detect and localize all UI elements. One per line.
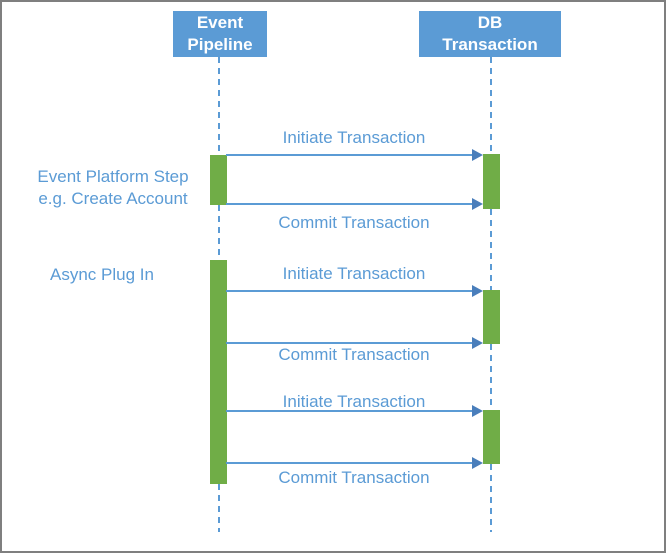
lifeline-head-event-pipeline: Event Pipeline <box>173 11 267 57</box>
annotation-line: Event Platform Step <box>37 167 189 186</box>
lifeline-db-transaction-segment <box>490 344 492 410</box>
message-arrow-commit-2 <box>226 337 483 349</box>
arrowhead-icon <box>472 149 483 161</box>
message-label: Initiate Transaction <box>282 264 426 283</box>
lifeline-event-pipeline-segment <box>218 205 220 260</box>
lifeline-head-label-line: Pipeline <box>187 35 253 54</box>
message-label: Initiate Transaction <box>282 128 426 147</box>
message-label: Initiate Transaction <box>282 392 426 411</box>
message-arrow-commit-3 <box>226 457 483 469</box>
arrowhead-icon <box>472 457 483 469</box>
arrow-shaft <box>226 154 474 156</box>
arrow-shaft <box>226 203 474 205</box>
annotation-async-plug-in: Async Plug In <box>12 264 192 286</box>
lifeline-head-label-line: DB <box>477 13 503 32</box>
lifeline-head-label-line: Transaction <box>442 35 538 54</box>
arrowhead-icon <box>472 198 483 210</box>
lifeline-head-db-transaction: DB Transaction <box>419 11 561 57</box>
activation-bar-db-transaction-2 <box>483 290 500 344</box>
activation-bar-db-transaction-3 <box>483 410 500 464</box>
arrow-shaft <box>226 462 474 464</box>
message-arrow-initiate-2 <box>226 285 483 297</box>
message-label: Commit Transaction <box>278 345 430 364</box>
arrow-shaft <box>226 410 474 412</box>
message-arrow-initiate-1 <box>226 149 483 161</box>
arrowhead-icon <box>472 405 483 417</box>
annotation-event-platform-step: Event Platform Step e.g. Create Account <box>14 166 212 210</box>
message-label: Commit Transaction <box>278 213 430 232</box>
arrow-shaft <box>226 342 474 344</box>
activation-bar-event-pipeline-1 <box>210 155 227 205</box>
arrow-shaft <box>226 290 474 292</box>
lifeline-event-pipeline-segment <box>218 484 220 532</box>
message-label: Commit Transaction <box>278 468 430 487</box>
lifeline-head-label-line: Event <box>196 13 244 32</box>
arrowhead-icon <box>472 285 483 297</box>
annotation-line: Async Plug In <box>50 265 154 284</box>
lifeline-db-transaction-segment <box>490 209 492 290</box>
activation-bar-db-transaction-1 <box>483 154 500 209</box>
lifeline-event-pipeline-segment <box>218 57 220 155</box>
message-arrow-commit-1 <box>226 198 483 210</box>
annotation-line: e.g. Create Account <box>38 189 188 208</box>
arrowhead-icon <box>472 337 483 349</box>
lifeline-db-transaction-segment <box>490 57 492 154</box>
activation-bar-event-pipeline-2 <box>210 260 227 484</box>
lifeline-db-transaction-segment <box>490 464 492 532</box>
message-arrow-initiate-3 <box>226 405 483 417</box>
